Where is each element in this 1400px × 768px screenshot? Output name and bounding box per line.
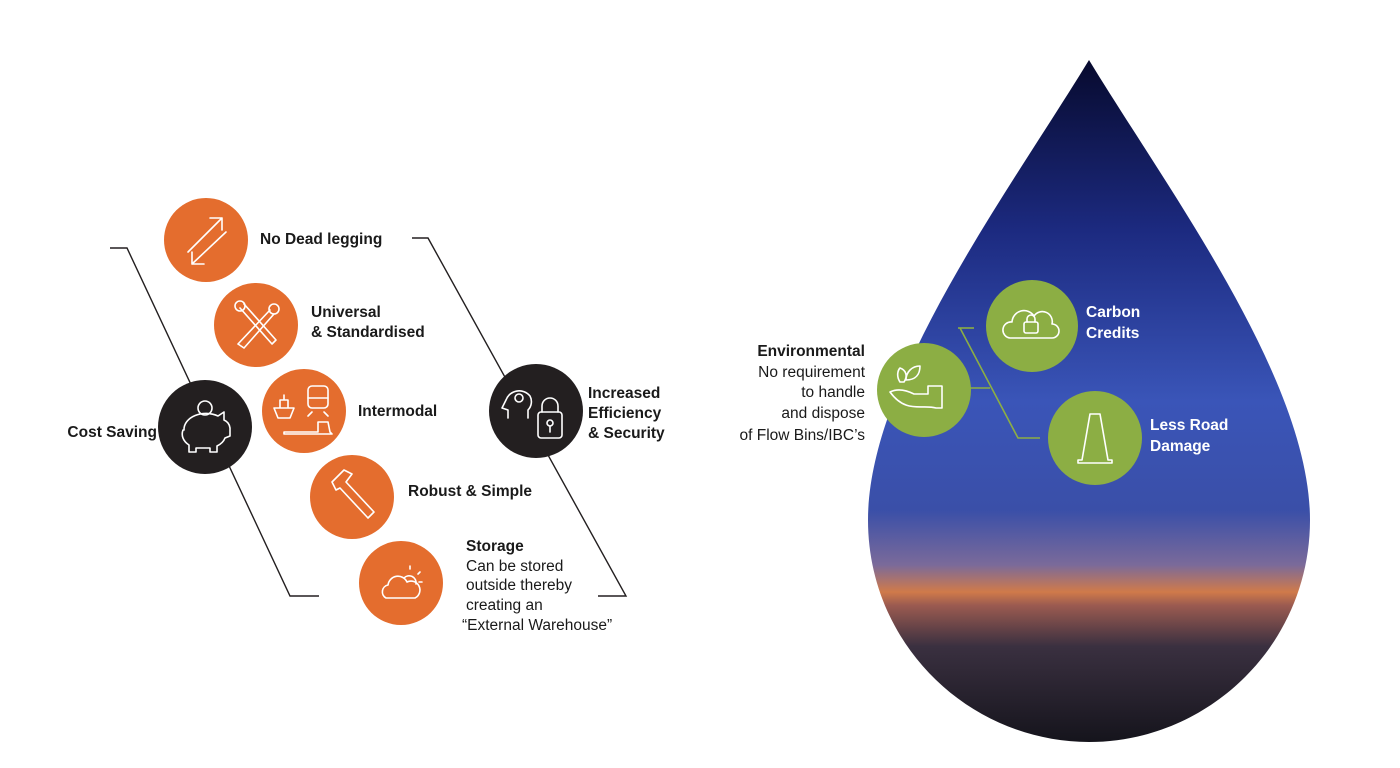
traffic-cone-icon <box>1077 413 1113 464</box>
item-label: Universal <box>311 304 381 321</box>
item-text: “External Warehouse” <box>462 617 612 634</box>
item-label: & Standardised <box>311 324 425 341</box>
efficiency-label: Efficiency <box>588 405 662 422</box>
cost-saving-node: Cost Saving <box>67 380 252 474</box>
less-road-damage-node: Less Road Damage <box>1048 391 1228 485</box>
environmental-node: Environmental No requirement to handle a… <box>740 343 971 444</box>
hand-plant-icon <box>889 365 943 409</box>
universal-item: Universal & Standardised <box>214 283 425 367</box>
environmental-text: No requirement <box>758 364 866 381</box>
carbon-label: Carbon <box>1086 304 1140 321</box>
no-dead-legging-item: No Dead legging <box>164 198 382 282</box>
road-label: Less Road <box>1150 417 1228 434</box>
item-text: creating an <box>466 597 543 614</box>
item-text: outside thereby <box>466 577 572 594</box>
environmental-text: and dispose <box>781 405 865 422</box>
efficiency-label: & Security <box>588 425 665 442</box>
environmental-text: of Flow Bins/IBC’s <box>740 427 866 444</box>
environmental-text: to handle <box>801 384 865 401</box>
item-label: No Dead legging <box>260 231 382 248</box>
wrench-screwdriver-icon <box>234 300 280 349</box>
environmental-title: Environmental <box>757 343 865 360</box>
two-way-arrows-icon <box>187 217 227 265</box>
item-title: Storage <box>466 538 524 555</box>
item-label: Intermodal <box>358 403 437 420</box>
intermodal-item: Intermodal <box>262 369 437 453</box>
cost-saving-label: Cost Saving <box>67 424 157 441</box>
ship-train-truck-icon <box>273 385 333 435</box>
head-gear-lock-icon <box>501 390 563 439</box>
road-label: Damage <box>1150 438 1211 455</box>
item-label: Robust & Simple <box>408 483 532 500</box>
piggy-bank-icon <box>181 400 231 453</box>
cloud-sun-icon <box>381 565 423 599</box>
item-text: Can be stored <box>466 558 563 575</box>
environmental-connector <box>959 327 1040 439</box>
hammer-icon <box>331 469 375 519</box>
efficiency-node: Increased Efficiency & Security <box>489 364 665 458</box>
carbon-credits-node: Carbon Credits <box>986 280 1140 372</box>
robust-simple-item: Robust & Simple <box>310 455 532 539</box>
storage-item: Storage Can be stored outside thereby cr… <box>359 538 612 634</box>
cloud-lock-icon <box>1002 309 1060 339</box>
carbon-label: Credits <box>1086 325 1139 342</box>
efficiency-label: Increased <box>588 385 660 402</box>
